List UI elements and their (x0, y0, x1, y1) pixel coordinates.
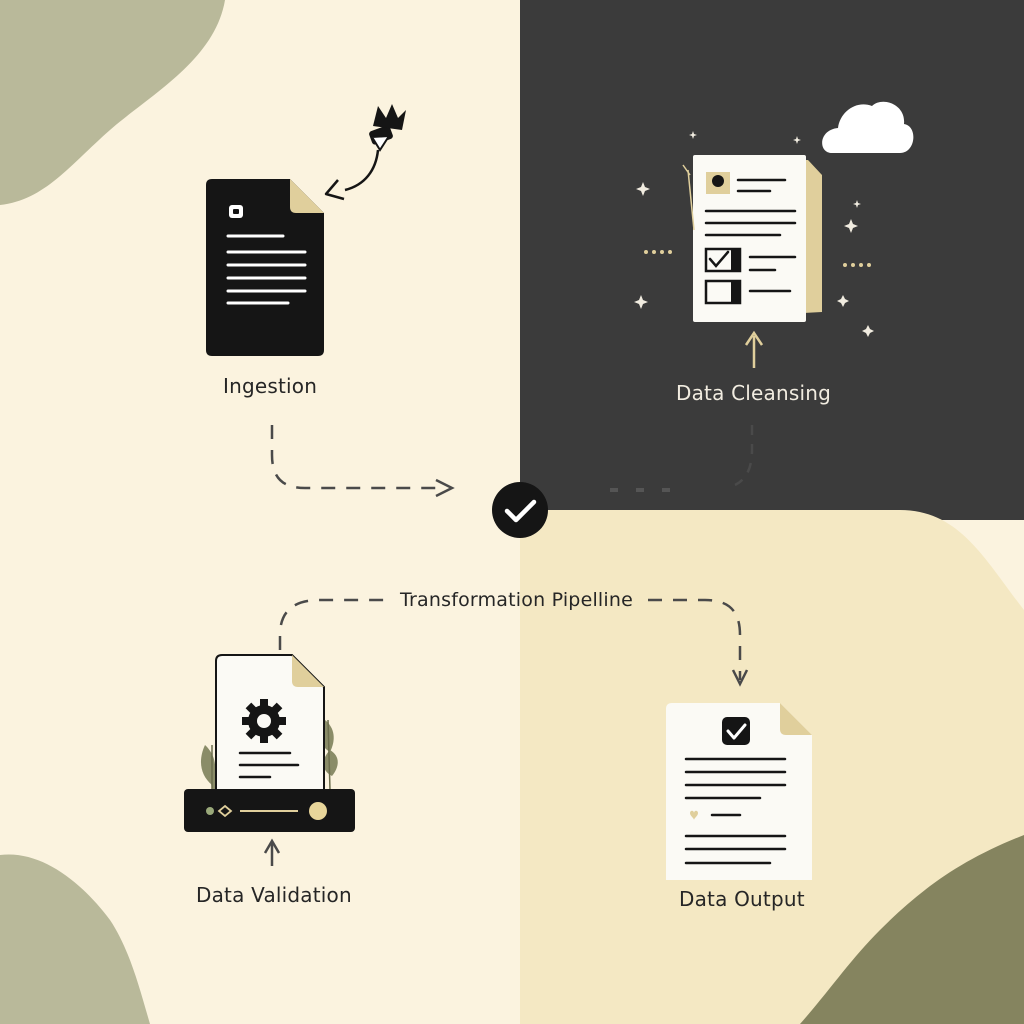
blob-bottom-right (800, 835, 1024, 1024)
blob-bottom-left (0, 854, 150, 1024)
arrow-cleansing-head (744, 330, 764, 346)
output-label: Data Output (679, 887, 805, 911)
connector-cleansing (734, 425, 754, 487)
ingestion-label: Ingestion (223, 374, 318, 398)
validation-label: Data Validation (196, 883, 352, 907)
pipeline-label: Transformation Pipelline (400, 589, 634, 611)
background-left-panel (0, 0, 520, 1024)
cleansing-label: Data Cleansing (676, 381, 832, 405)
arrow-head-ingestion (435, 478, 455, 498)
output-check-icon (722, 717, 750, 745)
arrow-head-output (731, 669, 749, 687)
connector-pipeline-right (648, 598, 742, 680)
connector-ingestion-center (270, 425, 445, 490)
blob-top-left (0, 0, 225, 205)
arrow-validation-head (263, 838, 281, 854)
gear-icon (242, 699, 286, 743)
